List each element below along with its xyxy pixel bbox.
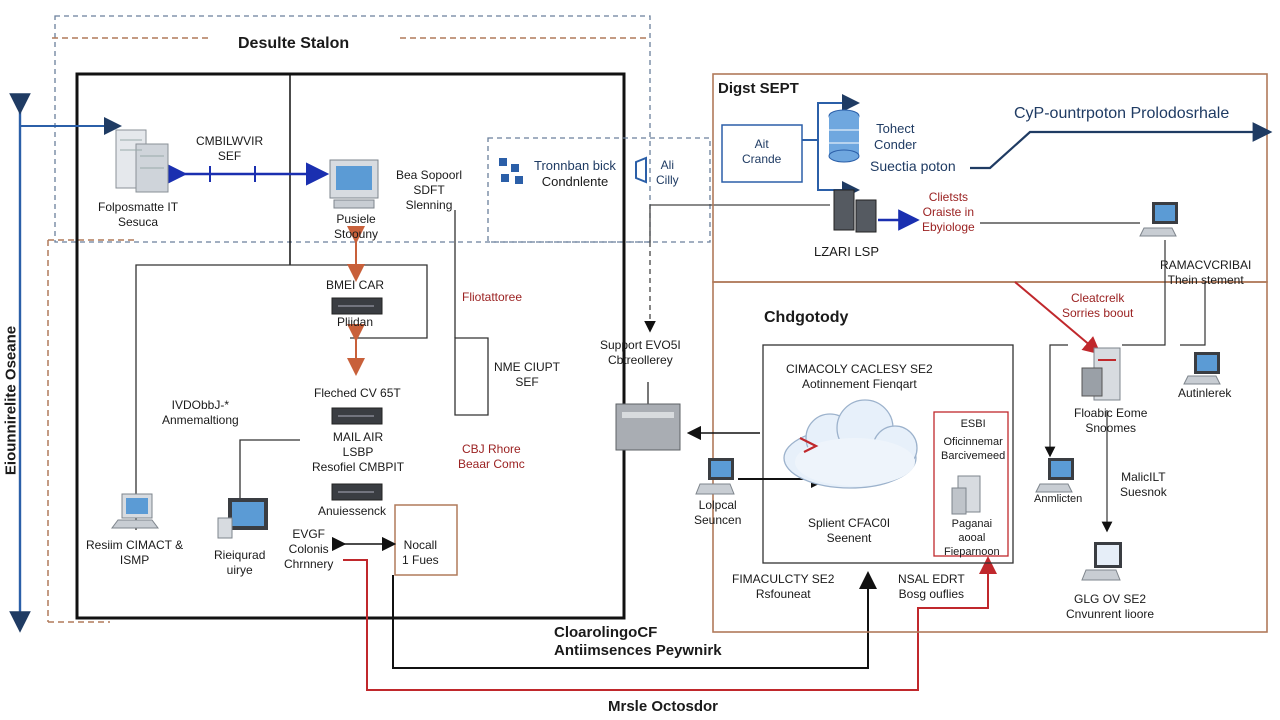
cimacoly-box (762, 344, 1014, 564)
document-icon (635, 156, 647, 184)
storage-array-icon (1081, 347, 1121, 401)
label-antims: Antiimsences Peywnirk (554, 642, 722, 659)
label-flow: Fliotattoree (462, 290, 523, 304)
chdgotody-title: Chdgotody (764, 309, 849, 326)
database-icon (828, 109, 860, 163)
network-grid-icon (499, 158, 523, 184)
terminal-icon (1183, 352, 1221, 385)
appliance-icon (951, 475, 981, 515)
remote-pc-icon (1081, 542, 1122, 581)
vertical-side-label: Eiounnirelite Oseane (2, 325, 20, 476)
label-suectia: Suectia poton (870, 158, 956, 174)
dashed-region-middle (487, 137, 711, 243)
red-link-icon (799, 437, 819, 453)
router-icon (331, 297, 383, 315)
label-antisenk: Anuiessenck (318, 504, 387, 518)
label-ancleten: Anmlicten (1034, 493, 1083, 505)
monitor-icon (217, 498, 268, 539)
server-rack-icon (115, 129, 169, 193)
desktop-pc-icon (329, 159, 379, 209)
server-cluster-icon (833, 189, 877, 233)
cloud-icon (783, 399, 918, 489)
esbr-box (933, 411, 1009, 557)
gateway-device-icon (615, 382, 681, 451)
chdgotody-region (712, 281, 1268, 633)
laptop-icon (111, 493, 159, 529)
client-pc-icon (1035, 458, 1074, 493)
logical-pc-icon (695, 458, 735, 495)
label-autolerek: Autinlerek (1178, 386, 1232, 400)
desktop-station-title: Desulte Stalon (238, 35, 350, 52)
label-fleched: Fleched CV 65T (314, 386, 401, 400)
label-mrsle: Mrsle Octosdor (608, 698, 719, 715)
workstation-icon (1139, 202, 1178, 237)
label-lzari: LZARI LSP (814, 244, 880, 259)
label-resin: Resiim CIMACT &ISMP (86, 538, 184, 567)
label-cyp: CyP-ountrpoton Prolodosrhale (1014, 105, 1230, 122)
switch-icon (331, 407, 383, 425)
label-vvdob: IVDObbJ-*Anmemaltiong (162, 398, 239, 427)
ait-box (721, 124, 803, 183)
desktop-station-box (75, 72, 626, 620)
digst-title: Digst SEPT (718, 80, 799, 97)
firewall-icon (331, 483, 383, 501)
label-cloaring: CloarolingoCF (554, 624, 658, 641)
